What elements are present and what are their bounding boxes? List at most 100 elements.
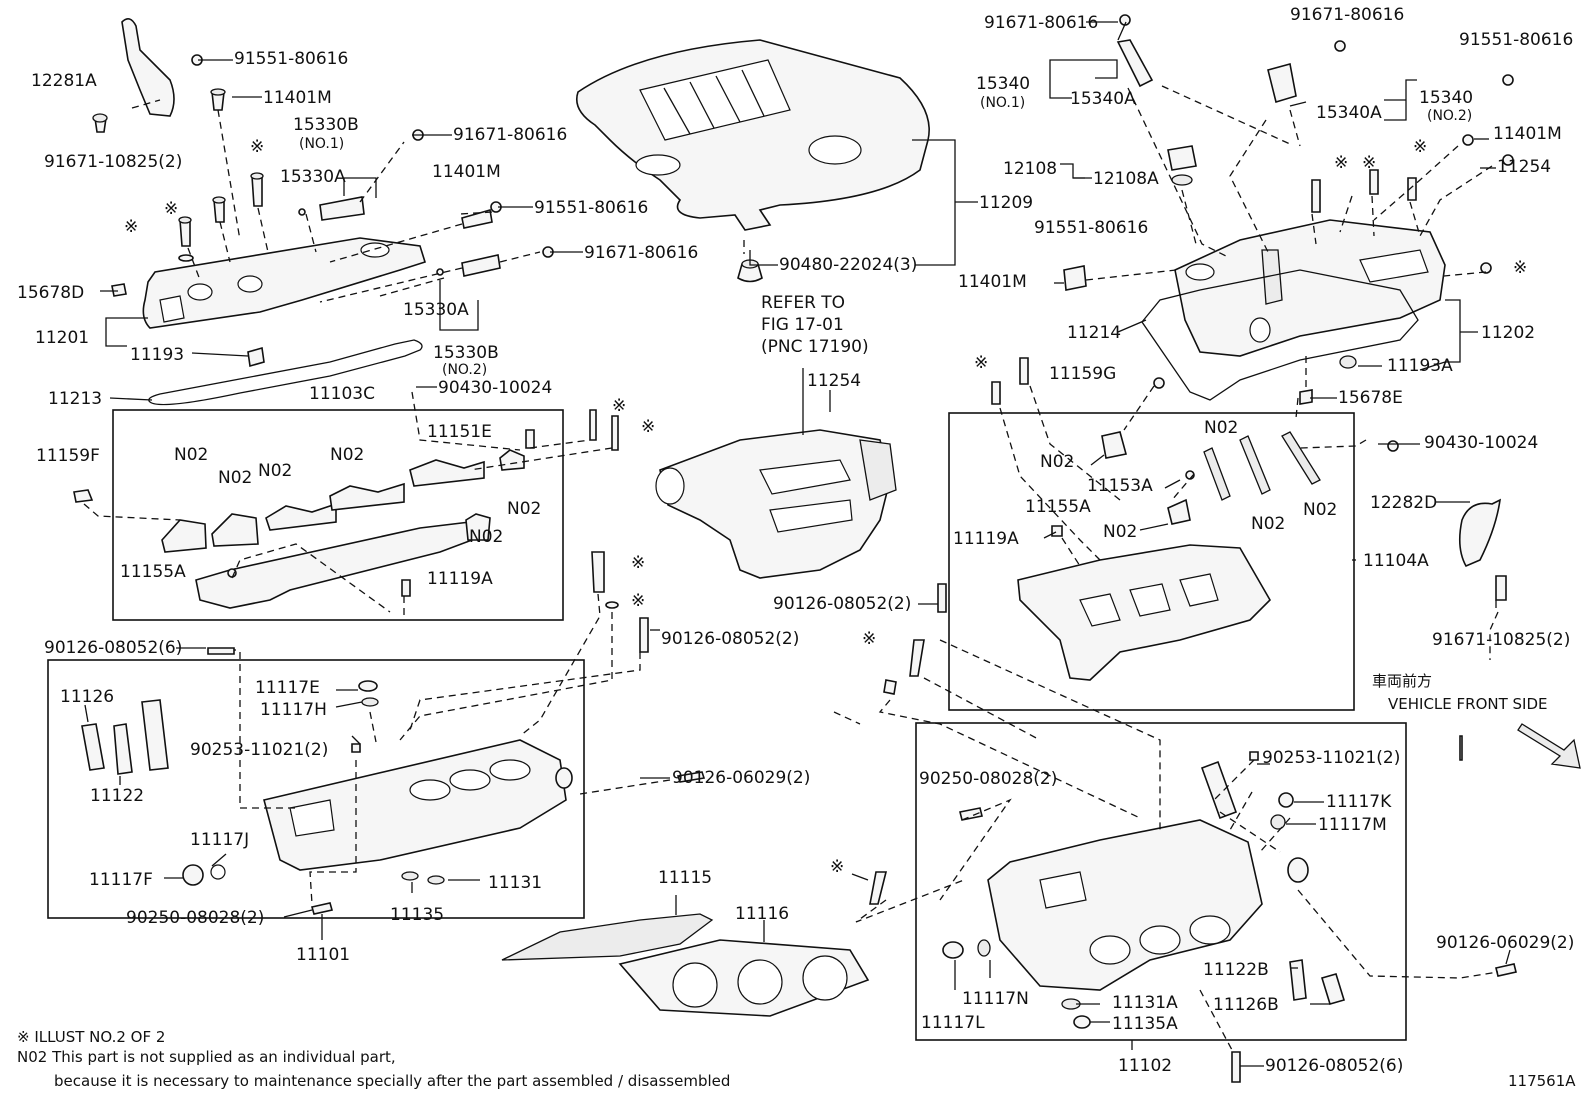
- part-label[interactable]: 12108A: [1093, 169, 1159, 189]
- part-label[interactable]: 15678E: [1338, 388, 1403, 408]
- part-label[interactable]: N02: [469, 527, 503, 547]
- part-label[interactable]: 11254: [1497, 157, 1551, 177]
- part-label[interactable]: 11193A: [1387, 356, 1453, 376]
- part-label[interactable]: 11151E: [427, 422, 492, 442]
- part-label[interactable]: 11117E: [255, 678, 320, 698]
- part-label[interactable]: 91671-10825(2): [1432, 630, 1570, 650]
- part-label[interactable]: 11122B: [1203, 960, 1269, 980]
- part-label[interactable]: 11135A: [1112, 1014, 1178, 1034]
- part-label[interactable]: 12108: [1003, 159, 1057, 179]
- part-label[interactable]: ※: [974, 353, 988, 373]
- part-label[interactable]: 11101: [296, 945, 350, 965]
- part-label[interactable]: 12282D: [1370, 493, 1437, 513]
- part-label[interactable]: 11153A: [1087, 476, 1153, 496]
- part-label[interactable]: ※: [631, 553, 645, 573]
- part-label[interactable]: 11117J: [190, 830, 249, 850]
- part-label[interactable]: 90126-08052(2): [773, 594, 911, 614]
- part-label[interactable]: 11155A: [120, 562, 186, 582]
- part-label[interactable]: 11117K: [1326, 792, 1392, 812]
- part-label[interactable]: 90253-11021(2): [190, 740, 328, 760]
- part-label[interactable]: 90126-08052(6): [1265, 1056, 1403, 1076]
- part-label[interactable]: 11103C: [309, 384, 375, 404]
- part-label[interactable]: 11135: [390, 905, 444, 925]
- part-label[interactable]: 15330A: [403, 300, 469, 320]
- part-label[interactable]: ※: [164, 199, 178, 219]
- part-label[interactable]: 91671-10825(2): [44, 152, 182, 172]
- part-label[interactable]: 11115: [658, 868, 712, 888]
- part-label[interactable]: (NO.1): [980, 95, 1025, 111]
- part-label[interactable]: N02: [330, 445, 364, 465]
- part-label[interactable]: 91671-80616: [453, 125, 567, 145]
- part-label[interactable]: N02: [1251, 514, 1285, 534]
- part-label[interactable]: 91551-80616: [234, 49, 348, 69]
- part-label[interactable]: 15678D: [17, 283, 84, 303]
- part-label[interactable]: 90126-06029(2): [1436, 933, 1574, 953]
- part-label[interactable]: 90250-08028(2): [919, 769, 1057, 789]
- part-label[interactable]: 11102: [1118, 1056, 1172, 1076]
- part-label[interactable]: ※: [862, 629, 876, 649]
- part-label[interactable]: 11119A: [427, 569, 493, 589]
- part-label[interactable]: ※: [631, 591, 645, 611]
- part-label[interactable]: 15330B: [293, 115, 359, 135]
- part-label[interactable]: 11117H: [260, 700, 327, 720]
- part-label[interactable]: 11401M: [958, 272, 1027, 292]
- part-label[interactable]: 11131A: [1112, 993, 1178, 1013]
- part-label[interactable]: 11122: [90, 786, 144, 806]
- part-label[interactable]: 11202: [1481, 323, 1535, 343]
- part-label[interactable]: (NO.1): [299, 136, 344, 152]
- part-label[interactable]: N02: [1303, 500, 1337, 520]
- part-label[interactable]: 91671-80616: [984, 13, 1098, 33]
- part-label[interactable]: ※: [250, 137, 264, 157]
- part-label[interactable]: 11155A: [1025, 497, 1091, 517]
- part-label[interactable]: 11401M: [432, 162, 501, 182]
- part-label[interactable]: ※: [830, 857, 844, 877]
- part-label[interactable]: ※: [612, 396, 626, 416]
- part-label[interactable]: N02: [1040, 452, 1074, 472]
- part-label[interactable]: 11131: [488, 873, 542, 893]
- part-label[interactable]: 11119A: [953, 529, 1019, 549]
- part-label[interactable]: 11201: [35, 328, 89, 348]
- part-label[interactable]: 11159G: [1049, 364, 1116, 384]
- part-label[interactable]: N02: [507, 499, 541, 519]
- part-label[interactable]: 11254: [807, 371, 861, 391]
- part-label[interactable]: 90480-22024(3): [779, 255, 917, 275]
- part-label[interactable]: 11117L: [921, 1013, 985, 1033]
- part-label[interactable]: 15340: [1419, 88, 1473, 108]
- part-label[interactable]: ※: [1413, 137, 1427, 157]
- part-label[interactable]: 11116: [735, 904, 789, 924]
- part-label[interactable]: 11401M: [1493, 124, 1562, 144]
- part-label[interactable]: 11401M: [263, 88, 332, 108]
- part-label[interactable]: ※: [1334, 153, 1348, 173]
- part-label[interactable]: ※: [641, 417, 655, 437]
- part-label[interactable]: (NO.2): [442, 362, 487, 378]
- part-label[interactable]: 11117M: [1318, 815, 1387, 835]
- part-label[interactable]: 91551-80616: [1459, 30, 1573, 50]
- part-label[interactable]: 11117N: [962, 989, 1029, 1009]
- part-label[interactable]: 15340: [976, 74, 1030, 94]
- part-label[interactable]: 15330B: [433, 343, 499, 363]
- part-label[interactable]: 90250-08028(2): [126, 908, 264, 928]
- part-label[interactable]: N02: [1204, 418, 1238, 438]
- part-label[interactable]: ※: [124, 217, 138, 237]
- part-label[interactable]: 11126: [60, 687, 114, 707]
- part-label[interactable]: 11193: [130, 345, 184, 365]
- part-label[interactable]: 15340A: [1070, 89, 1136, 109]
- part-label[interactable]: 90430-10024: [438, 378, 552, 398]
- part-label[interactable]: 91551-80616: [534, 198, 648, 218]
- part-label[interactable]: 11104A: [1363, 551, 1429, 571]
- part-label[interactable]: 11117F: [89, 870, 153, 890]
- part-label[interactable]: 15330A: [280, 167, 346, 187]
- part-label[interactable]: 12281A: [31, 71, 97, 91]
- part-label[interactable]: 90126-08052(2): [661, 629, 799, 649]
- part-label[interactable]: 90126-06029(2): [672, 768, 810, 788]
- part-label[interactable]: 91551-80616: [1034, 218, 1148, 238]
- part-label[interactable]: 91671-80616: [1290, 5, 1404, 25]
- part-label[interactable]: N02: [1103, 522, 1137, 542]
- part-label[interactable]: 90430-10024: [1424, 433, 1538, 453]
- part-label[interactable]: 11209: [979, 193, 1033, 213]
- part-label[interactable]: 91671-80616: [584, 243, 698, 263]
- part-label[interactable]: 11213: [48, 389, 102, 409]
- part-label[interactable]: 90253-11021(2): [1262, 748, 1400, 768]
- part-label[interactable]: (NO.2): [1427, 108, 1472, 124]
- part-label[interactable]: N02: [174, 445, 208, 465]
